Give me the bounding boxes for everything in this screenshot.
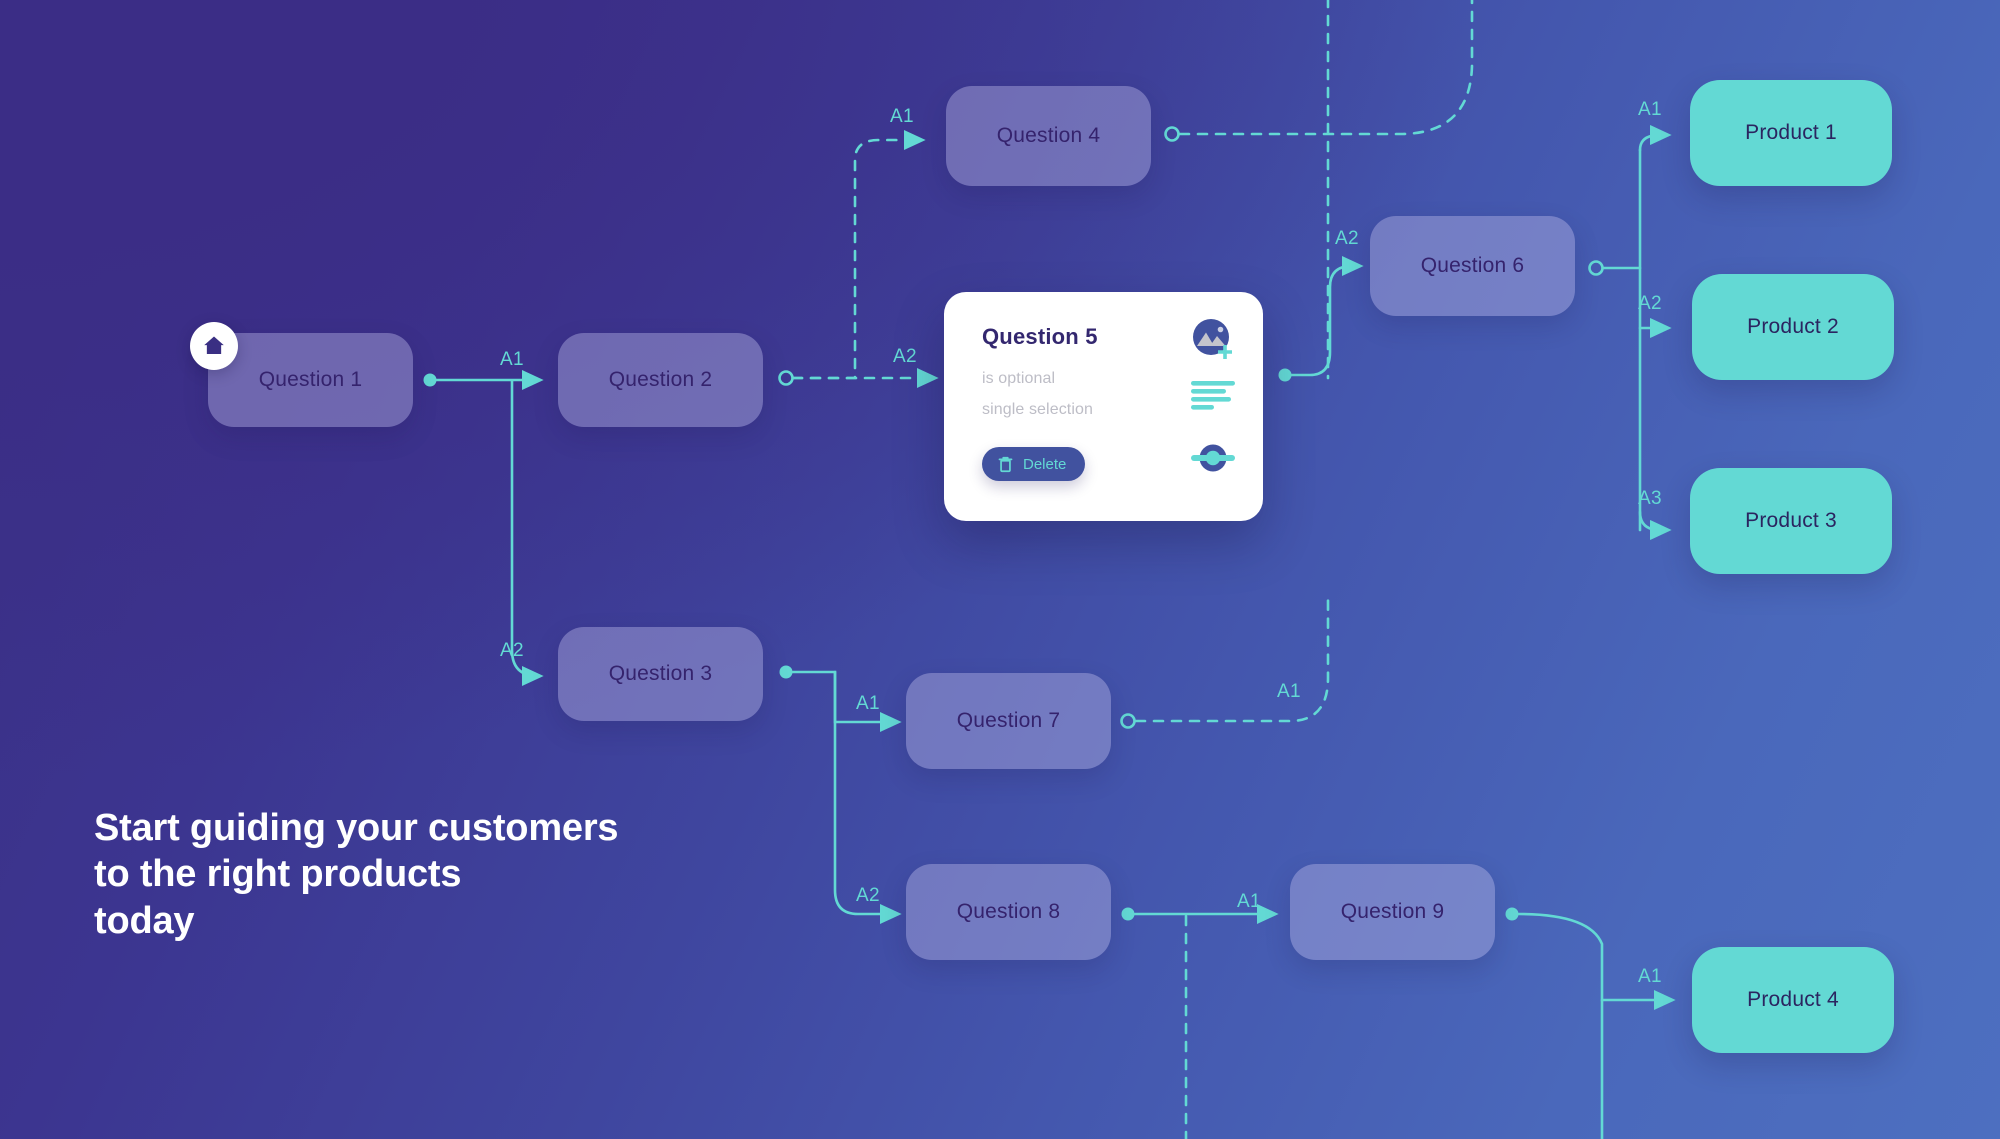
flow-node-question-9[interactable]: Question 9 bbox=[1290, 864, 1495, 960]
flow-node-label: Product 2 bbox=[1747, 315, 1839, 338]
card-title: Question 5 bbox=[982, 324, 1098, 349]
delete-button-label: Delete bbox=[1023, 455, 1067, 473]
flow-node-question-7[interactable]: Question 7 bbox=[906, 673, 1111, 769]
edge-label-q1-q3: A2 bbox=[500, 640, 524, 661]
edge-label-q5-q6: A2 bbox=[1335, 228, 1359, 249]
edge-label-q7-up: A1 bbox=[1277, 681, 1301, 702]
edge-label-q9-product4: A1 bbox=[1638, 966, 1662, 987]
headline-line-1: Start guiding your customers bbox=[94, 807, 619, 849]
headline-line-3: today bbox=[94, 899, 195, 942]
card-selection-text: single selection bbox=[982, 401, 1093, 418]
flow-node-label: Question 4 bbox=[996, 124, 1101, 147]
flow-node-label: Question 8 bbox=[956, 900, 1061, 923]
flow-node-label: Product 4 bbox=[1747, 988, 1839, 1011]
edge-label-q2-q5: A2 bbox=[893, 346, 917, 367]
edge-label-q2-q4: A1 bbox=[890, 106, 914, 127]
home-icon bbox=[204, 336, 224, 355]
flow-node-label: Question 9 bbox=[1340, 900, 1445, 923]
headline-line-2: to the right products bbox=[94, 853, 462, 896]
settings-toggle-icon[interactable] bbox=[1189, 438, 1237, 478]
edge-label-q8-q9: A1 bbox=[1237, 891, 1261, 912]
start-node-home-badge[interactable] bbox=[190, 322, 238, 370]
edge-label-q6-product1: A1 bbox=[1638, 99, 1662, 120]
flow-node-product-4[interactable]: Product 4 bbox=[1692, 947, 1894, 1053]
edge-label-q6-product2: A2 bbox=[1638, 293, 1662, 314]
edge-label-q3-q7: A1 bbox=[856, 693, 880, 714]
answer-list-icon[interactable] bbox=[1189, 378, 1237, 412]
flow-node-product-1[interactable]: Product 1 bbox=[1690, 80, 1892, 186]
flow-node-question-1[interactable]: Question 1 bbox=[208, 333, 413, 427]
card-optional-text: is optional bbox=[982, 370, 1056, 387]
flow-node-label: Question 2 bbox=[608, 368, 713, 391]
flow-node-product-3[interactable]: Product 3 bbox=[1690, 468, 1892, 574]
flow-node-question-6[interactable]: Question 6 bbox=[1370, 216, 1575, 316]
marketing-headline: Start guiding your customers to the righ… bbox=[94, 805, 619, 944]
flow-node-label: Question 7 bbox=[956, 709, 1061, 732]
flow-node-label: Question 3 bbox=[608, 662, 713, 685]
flow-node-label: Product 1 bbox=[1745, 121, 1837, 144]
flow-node-label: Question 6 bbox=[1420, 254, 1525, 277]
question-detail-card[interactable]: Question 5 is optional single selection … bbox=[944, 292, 1263, 521]
edge-label-q6-product3: A3 bbox=[1638, 488, 1662, 509]
add-image-icon[interactable] bbox=[1189, 316, 1237, 364]
flow-node-question-4[interactable]: Question 4 bbox=[946, 86, 1151, 186]
edge-label-q1-q2: A1 bbox=[500, 349, 524, 370]
flow-node-question-2[interactable]: Question 2 bbox=[558, 333, 763, 427]
flow-node-label: Question 1 bbox=[258, 368, 363, 391]
flow-node-product-2[interactable]: Product 2 bbox=[1692, 274, 1894, 380]
delete-button[interactable]: Delete bbox=[982, 447, 1086, 481]
edge-label-q3-q8: A2 bbox=[856, 885, 880, 906]
trash-icon bbox=[998, 456, 1013, 473]
flow-node-question-3[interactable]: Question 3 bbox=[558, 627, 763, 721]
flow-node-question-8[interactable]: Question 8 bbox=[906, 864, 1111, 960]
flow-node-label: Product 3 bbox=[1745, 509, 1837, 532]
